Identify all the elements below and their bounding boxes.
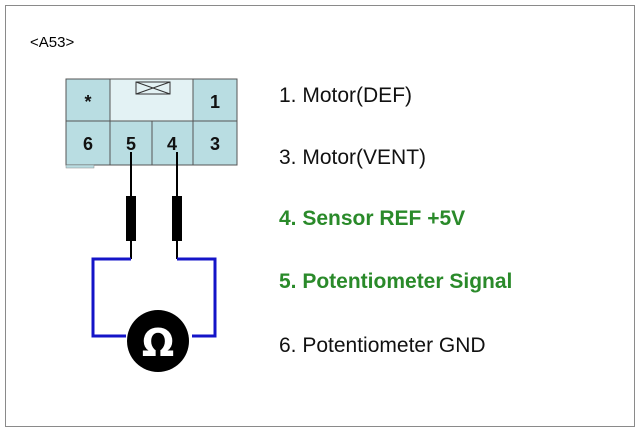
pin-cell-1 <box>192 78 238 122</box>
legend-pin-6: 6. Potentiometer GND <box>279 334 486 357</box>
pin-cell-star <box>65 78 111 122</box>
pin-label-3: 3 <box>210 134 220 154</box>
pin-label-6: 6 <box>83 134 93 154</box>
pin-label-star: * <box>84 92 91 112</box>
key-lock-icon <box>135 81 171 95</box>
legend-pin-1: 1. Motor(DEF) <box>279 84 413 107</box>
connector-a53: * 1 6 5 4 3 <box>65 78 238 169</box>
ohm-glyph: Ω <box>142 321 174 365</box>
probe-pin5 <box>126 196 136 241</box>
probe-leads <box>126 152 182 259</box>
connector-key-cell <box>109 78 194 122</box>
pin-cell-3 <box>192 120 238 166</box>
connector-tab <box>65 164 95 169</box>
ohmmeter-wiring <box>91 257 217 338</box>
pin-label-5: 5 <box>126 134 136 154</box>
connector-label: <A53> <box>30 34 75 51</box>
diagram-frame <box>5 5 635 427</box>
pin-label-1: 1 <box>210 92 220 112</box>
legend-pin-5: 5. Potentiometer Signal <box>279 270 513 293</box>
probe-pin4 <box>172 196 182 241</box>
pin-cell-4 <box>151 120 194 166</box>
legend-pin-3: 3. Motor(VENT) <box>279 146 427 169</box>
legend-pin-4: 4. Sensor REF +5V <box>279 207 466 230</box>
ohm-symbol-icon: Ω <box>127 310 189 372</box>
pin-label-4: 4 <box>167 134 177 154</box>
